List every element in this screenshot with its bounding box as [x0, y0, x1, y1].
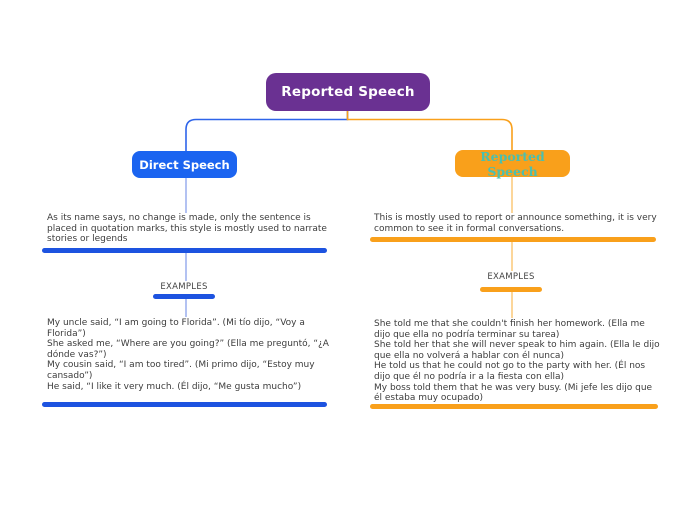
connector-root-to-direct — [185, 109, 349, 151]
reported-example-4: My boss told them that he was very busy.… — [374, 382, 653, 404]
direct-examples-heading[interactable]: EXAMPLES — [160, 282, 208, 292]
reported-example-1: She told me that she couldn't finish her… — [374, 319, 645, 340]
direct-node-label: Direct Speech — [139, 157, 230, 172]
reported-examples-text[interactable]: She told me that she couldn't finish her… — [374, 319, 662, 404]
direct-example-4: He said, “I like it very much. (Él dijo,… — [47, 381, 302, 392]
root-node-reported-speech[interactable]: Reported Speech — [266, 73, 430, 111]
direct-examples-heading-underline — [153, 294, 215, 299]
direct-example-3: My cousin said, “I am too tired”. (Mi pr… — [47, 360, 315, 381]
direct-example-2: She asked me, “Where are you going?” (El… — [47, 339, 329, 360]
direct-examples-underline — [42, 402, 327, 407]
reported-description-underline — [370, 237, 656, 242]
branch-node-direct-speech[interactable]: Direct Speech — [132, 151, 237, 178]
reported-examples-heading-underline — [480, 287, 542, 292]
reported-examples-underline — [370, 404, 658, 409]
branch-node-reported-speech[interactable]: Reported Speech — [455, 148, 570, 179]
direct-description-underline — [42, 248, 327, 253]
reported-examples-heading[interactable]: EXAMPLES — [487, 272, 535, 282]
reported-example-3: He told us that he could not go to the p… — [374, 361, 646, 382]
reported-example-2: She told her that she will never speak t… — [374, 340, 660, 361]
direct-description-text[interactable]: As its name says, no change is made, onl… — [47, 213, 327, 245]
direct-example-1: My uncle said, “I am going to Florida”. … — [47, 318, 305, 339]
reported-node-label: Reported Speech — [480, 148, 545, 179]
direct-examples-text[interactable]: My uncle said, “I am going to Florida”. … — [47, 318, 331, 392]
root-node-label: Reported Speech — [281, 84, 415, 100]
reported-description-text[interactable]: This is mostly used to report or announc… — [374, 213, 657, 234]
connector-root-to-reported — [346, 109, 513, 150]
